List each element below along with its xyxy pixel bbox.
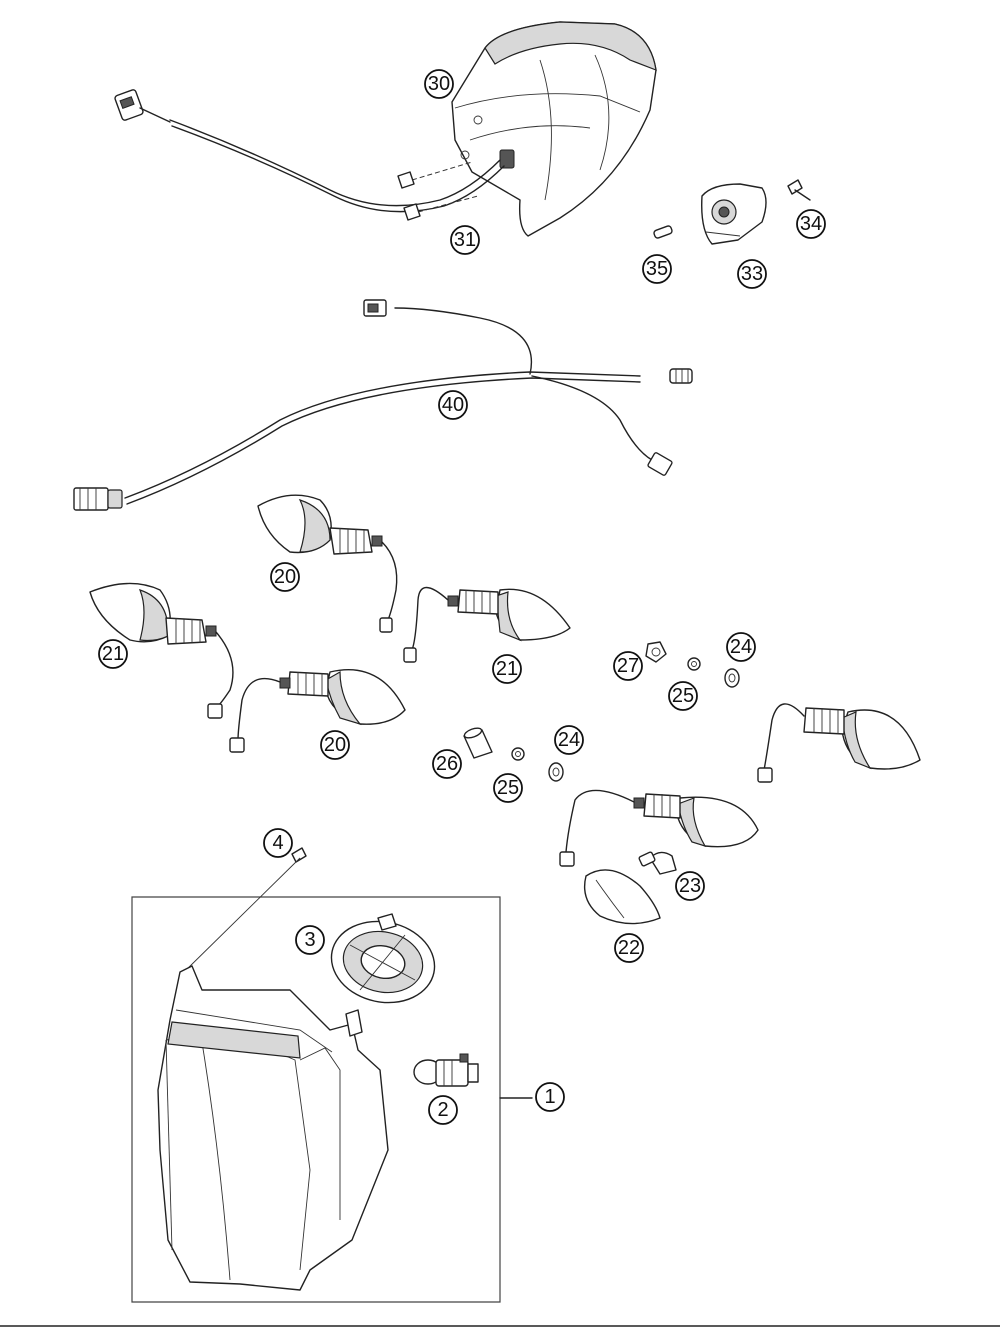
svg-text:35: 35 [646,258,668,280]
callout-20-middle: 20 [320,730,350,760]
callout-35: 35 [642,254,672,284]
svg-text:25: 25 [497,777,519,799]
svg-text:24: 24 [730,636,752,658]
turn-signal-20-top [257,494,398,633]
callout-21-right: 21 [492,654,522,684]
callout-1: 1 [535,1082,565,1112]
callout-24-top: 24 [726,632,756,662]
callout-34: 34 [796,209,826,239]
rubber-nut-27 [645,641,667,663]
signal-bulb-23 [638,851,677,875]
svg-text:31: 31 [454,229,476,251]
headlight-kit-frame [131,896,533,1303]
callout-33: 33 [737,259,767,289]
svg-text:34: 34 [800,213,822,235]
callout-3: 3 [295,925,325,955]
sleeve-26 [463,727,493,759]
license-bulb [653,225,673,239]
callout-2: 2 [428,1095,458,1125]
svg-text:20: 20 [324,734,346,756]
license-screw [787,179,811,201]
callout-24-bottom: 24 [554,725,584,755]
callout-26: 26 [432,749,462,779]
svg-text:2: 2 [437,1099,448,1121]
svg-text:23: 23 [679,875,701,897]
callout-30: 30 [424,69,454,99]
svg-text:3: 3 [304,929,315,951]
tail-screws [397,161,479,221]
washer-24-bottom [548,762,564,782]
svg-text:21: 21 [496,658,518,680]
turn-signal-21-right [403,586,571,663]
svg-text:1: 1 [544,1086,555,1108]
callout-40: 40 [438,390,468,420]
callout-20-top: 20 [270,562,300,592]
svg-text:25: 25 [672,685,694,707]
tail-light-cable [114,89,505,213]
wiring-harness [73,299,693,511]
svg-text:4: 4 [272,832,283,854]
svg-text:20: 20 [274,566,296,588]
svg-text:21: 21 [102,643,124,665]
washer-25-bottom [511,747,525,761]
bulb-cover-3 [330,913,436,1004]
callout-25-bottom: 25 [493,773,523,803]
turn-signal-21-left [89,582,234,719]
callout-25-top: 25 [668,681,698,711]
headlight-housing [157,965,389,1291]
turn-signal-right-lower [559,789,759,867]
callout-27: 27 [613,651,643,681]
turn-signal-right-upper [757,703,921,783]
svg-text:22: 22 [618,937,640,959]
signal-lens-22 [583,869,661,925]
washer-25-top [687,657,701,671]
svg-text:27: 27 [617,655,639,677]
svg-text:30: 30 [428,73,450,95]
callout-22: 22 [614,933,644,963]
svg-text:24: 24 [558,729,580,751]
turn-signal-20-middle [229,668,406,753]
tail-light [451,21,657,237]
callout-31: 31 [450,225,480,255]
license-plate-light [701,183,767,245]
svg-text:26: 26 [436,753,458,775]
callout-21-left: 21 [98,639,128,669]
svg-text:40: 40 [442,394,464,416]
washer-24-top [724,668,740,688]
callout-23: 23 [675,871,705,901]
headlight-screw-4 [181,847,307,975]
svg-text:33: 33 [741,263,763,285]
callout-4: 4 [263,828,293,858]
headlight-bulb-2 [413,1053,479,1087]
